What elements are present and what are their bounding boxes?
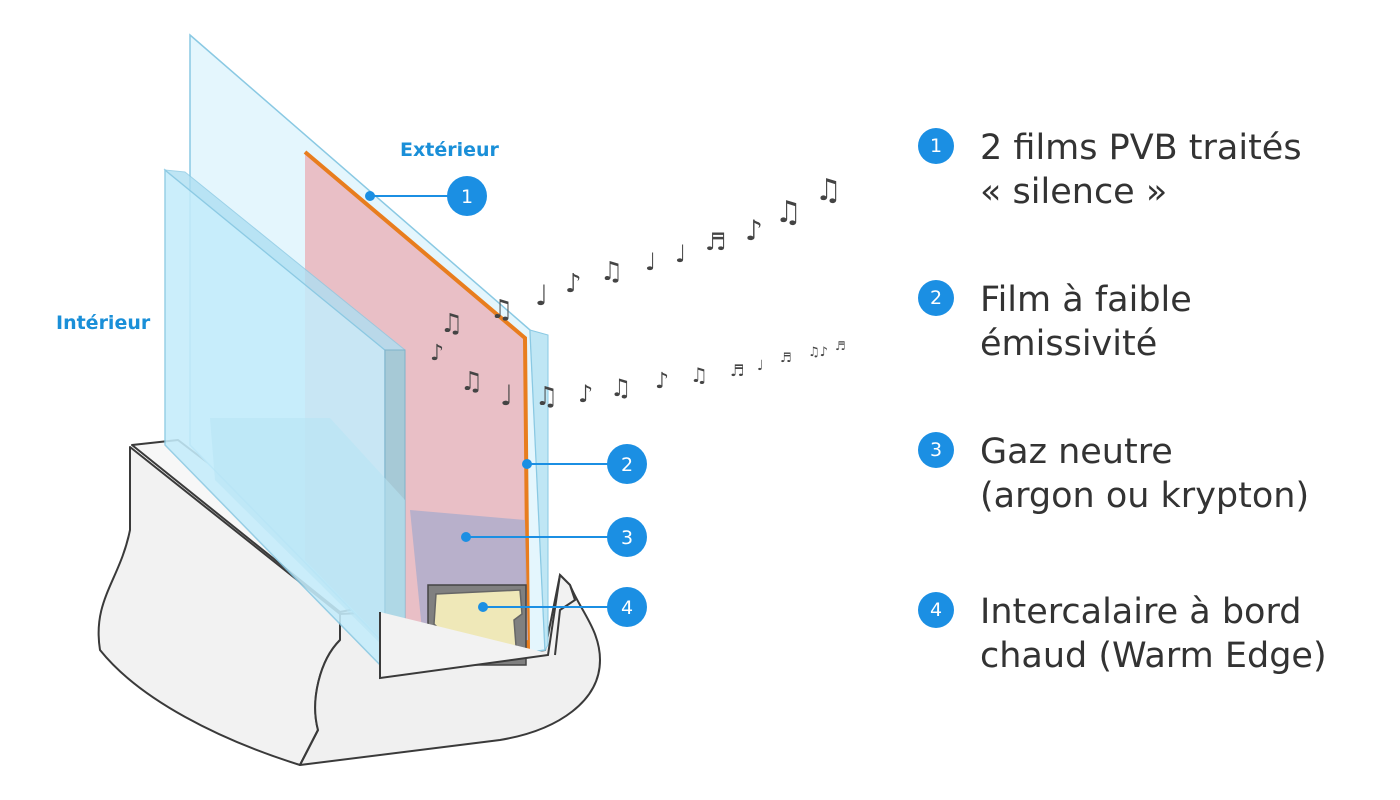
- svg-text:♪: ♪: [655, 369, 669, 394]
- svg-text:♫: ♫: [815, 173, 842, 208]
- svg-text:♫: ♫: [600, 257, 623, 287]
- legend-line: Intercalaire à bord: [980, 592, 1302, 632]
- callout-number-2: 2: [621, 454, 633, 476]
- sill-lip: [379, 572, 577, 680]
- legend-line: chaud (Warm Edge): [980, 636, 1327, 676]
- svg-text:♪: ♪: [745, 214, 763, 247]
- callout-number-1: 1: [461, 186, 473, 208]
- callout-number-4: 4: [621, 597, 633, 619]
- legend-badge-2: 2: [918, 280, 954, 316]
- legend-item-3: 3 Gaz neutre (argon ou krypton): [918, 430, 1309, 518]
- svg-text:♫: ♫: [690, 363, 708, 387]
- svg-text:♪: ♪: [578, 380, 593, 408]
- svg-text:♪: ♪: [565, 269, 582, 299]
- svg-text:♩: ♩: [757, 358, 764, 374]
- legend-line: Gaz neutre: [980, 432, 1173, 472]
- callout-badges: 1 2 3 4: [447, 176, 647, 627]
- callout-number-3: 3: [621, 527, 633, 549]
- legend-text-3: Gaz neutre (argon ou krypton): [980, 430, 1309, 518]
- svg-text:♫♪: ♫♪: [808, 345, 828, 360]
- legend-line: émissivité: [980, 324, 1158, 364]
- svg-text:♬: ♬: [705, 228, 727, 256]
- svg-text:♫: ♫: [460, 367, 483, 397]
- legend-item-4: 4 Intercalaire à bord chaud (Warm Edge): [918, 590, 1327, 678]
- legend-badge-4: 4: [918, 592, 954, 628]
- legend-line: 2 films PVB traités: [980, 128, 1302, 168]
- svg-text:♬: ♬: [835, 339, 846, 353]
- svg-text:♬: ♬: [780, 351, 792, 366]
- svg-text:♫: ♫: [490, 295, 513, 325]
- exterior-label: Extérieur: [400, 139, 499, 161]
- legend-badge-1: 1: [918, 128, 954, 164]
- legend-line: Film à faible: [980, 280, 1192, 320]
- pvb-film: [303, 150, 530, 651]
- legend-item-2: 2 Film à faible émissivité: [918, 278, 1192, 366]
- legend-badge-3: 3: [918, 432, 954, 468]
- svg-text:♩: ♩: [645, 248, 656, 276]
- svg-text:♫: ♫: [535, 382, 558, 412]
- svg-text:♩: ♩: [500, 379, 513, 412]
- interior-pane: [163, 168, 406, 672]
- legend-line: « silence »: [980, 172, 1168, 212]
- svg-text:♫: ♫: [610, 374, 632, 402]
- svg-text:♫: ♫: [775, 195, 802, 230]
- svg-text:♬: ♬: [730, 361, 744, 380]
- legend-line: (argon ou krypton): [980, 476, 1310, 516]
- svg-text:♫: ♫: [440, 309, 463, 339]
- legend-text-2: Film à faible émissivité: [980, 278, 1192, 366]
- svg-text:♪: ♪: [430, 341, 444, 366]
- legend-text-1: 2 films PVB traités « silence »: [980, 126, 1302, 214]
- callout-leaders: [365, 191, 608, 612]
- interior-label: Intérieur: [56, 312, 151, 334]
- legend-text-4: Intercalaire à bord chaud (Warm Edge): [980, 590, 1327, 678]
- svg-text:♩: ♩: [675, 240, 686, 268]
- svg-text:♩: ♩: [535, 279, 548, 312]
- music-note-icon: ♫ ♫ ♩ ♪ ♫ ♩ ♩ ♬ ♪ ♫ ♫ ♪ ♫ ♩ ♫ ♪ ♫ ♪ ♫ ♬ …: [430, 173, 846, 412]
- legend-item-1: 1 2 films PVB traités « silence »: [918, 126, 1302, 214]
